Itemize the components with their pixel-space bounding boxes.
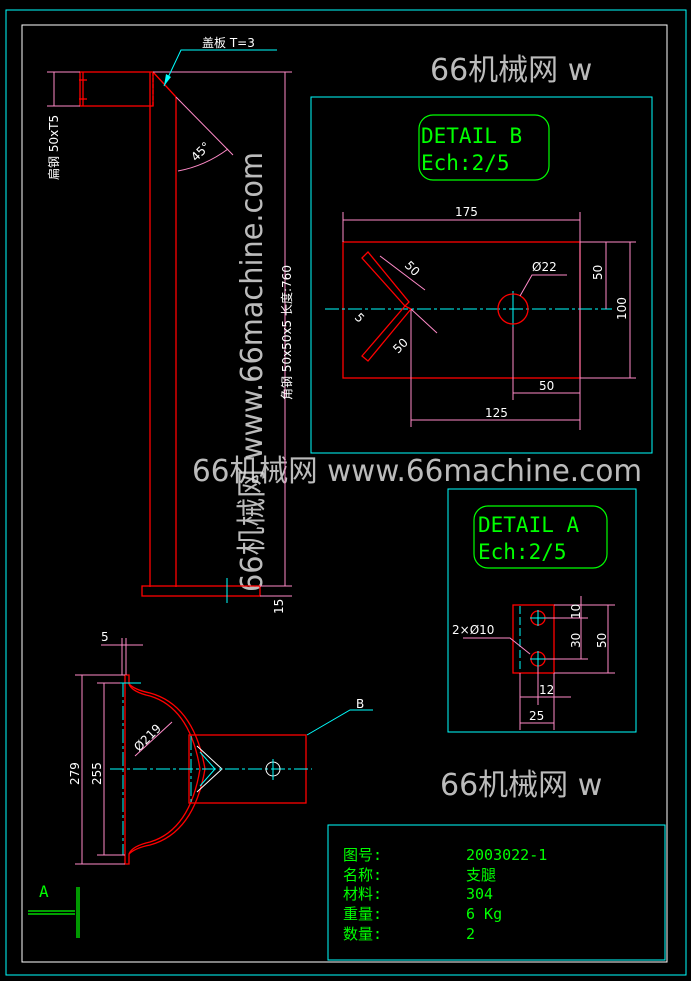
watermark: 66机械网 www.66machine.com [235, 152, 270, 592]
watermark: 66机械网 w [440, 768, 602, 803]
name-value: 支腿 [466, 866, 496, 884]
dim-slot-upper-label: 50 [402, 258, 423, 279]
angle-steel-label: 角钢 50x50x5 长度:760 [279, 265, 294, 400]
dim-25-label: 25 [529, 709, 544, 723]
dim-50-v-label: 50 [591, 265, 605, 280]
watermark: 66机械网 www.66machine.com [192, 454, 642, 489]
detail-b-label-box [418, 114, 550, 181]
detail-b-scale: Ech:2/5 [421, 151, 510, 175]
drawing-no-label: 图号: [343, 846, 382, 864]
dim-50-h-label: 50 [539, 379, 554, 393]
drawing-border [21, 24, 668, 963]
title-block-frame [327, 824, 666, 961]
dim-30-label: 30 [569, 633, 583, 648]
base-plate [141, 585, 261, 597]
detail-a-plate [512, 604, 555, 674]
cover-plate-label: 盖板 T=3 [202, 36, 255, 50]
dim-100-label: 100 [615, 297, 629, 320]
watermark: 66机械网 w [430, 53, 592, 88]
weight-value: 6 Kg [466, 905, 502, 923]
base-dim: 15 [272, 599, 286, 614]
view-a-marker: A [39, 882, 49, 901]
dim-175-label: 175 [455, 205, 478, 219]
bottom-view: 5 279 255 Ø219 B A [28, 630, 373, 938]
angle-arc [177, 148, 229, 172]
holes-label: 2×Ø10 [452, 623, 494, 637]
dim-279-label: 279 [68, 762, 82, 785]
detail-b: DETAIL B Ech:2/5 175 Ø22 50 100 50 125 5… [310, 96, 653, 454]
bracket-plate [124, 674, 201, 865]
slot-upper [361, 251, 410, 307]
hole-22 [497, 293, 529, 325]
detail-b-marker: B [356, 697, 364, 711]
quantity-value: 2 [466, 925, 475, 943]
detail-b-leader [306, 709, 373, 736]
quantity-label: 数量: [343, 925, 382, 943]
flat-bar [79, 71, 154, 107]
dim-slot-width-label: 5 [352, 310, 367, 325]
watermarks: 66机械网 www.66machine.com 66机械网 www.66mach… [192, 53, 642, 803]
outer-frame [5, 9, 687, 976]
name-label: 名称: [343, 866, 382, 884]
dim-219-label: Ø219 [131, 721, 164, 754]
dim-slot-lower-label: 50 [390, 335, 411, 356]
detail-a-frame [447, 488, 637, 733]
detail-b-frame [310, 96, 653, 454]
dim-10-label: 10 [569, 604, 583, 619]
detail-a-label-box [473, 505, 608, 569]
dim-12-label: 12 [539, 683, 554, 697]
flat-bar-label: 扁钢 50xT5 [47, 115, 61, 180]
material-value: 304 [466, 885, 493, 903]
dim-hole-label: Ø22 [532, 260, 557, 274]
detail-b-title: DETAIL B [421, 124, 522, 148]
slot-lower [361, 305, 413, 362]
drawing-no-value: 2003022-1 [466, 846, 547, 864]
dim-5-label: 5 [101, 630, 109, 644]
dim-125-label: 125 [485, 406, 508, 420]
title-block: 图号: 2003022-1 名称: 支腿 材料: 304 重量: 6 Kg 数量… [327, 824, 666, 961]
weight-label: 重量: [343, 905, 382, 923]
material-label: 材料: [343, 885, 382, 903]
detail-a-scale: Ech:2/5 [478, 540, 567, 564]
dim-255-label: 255 [90, 762, 104, 785]
cover-plate-leader [163, 49, 277, 87]
detail-a: DETAIL A Ech:2/5 2×Ø10 10 30 50 12 25 [447, 488, 637, 733]
dim-50-label: 50 [595, 633, 609, 648]
detail-a-title: DETAIL A [478, 513, 580, 537]
